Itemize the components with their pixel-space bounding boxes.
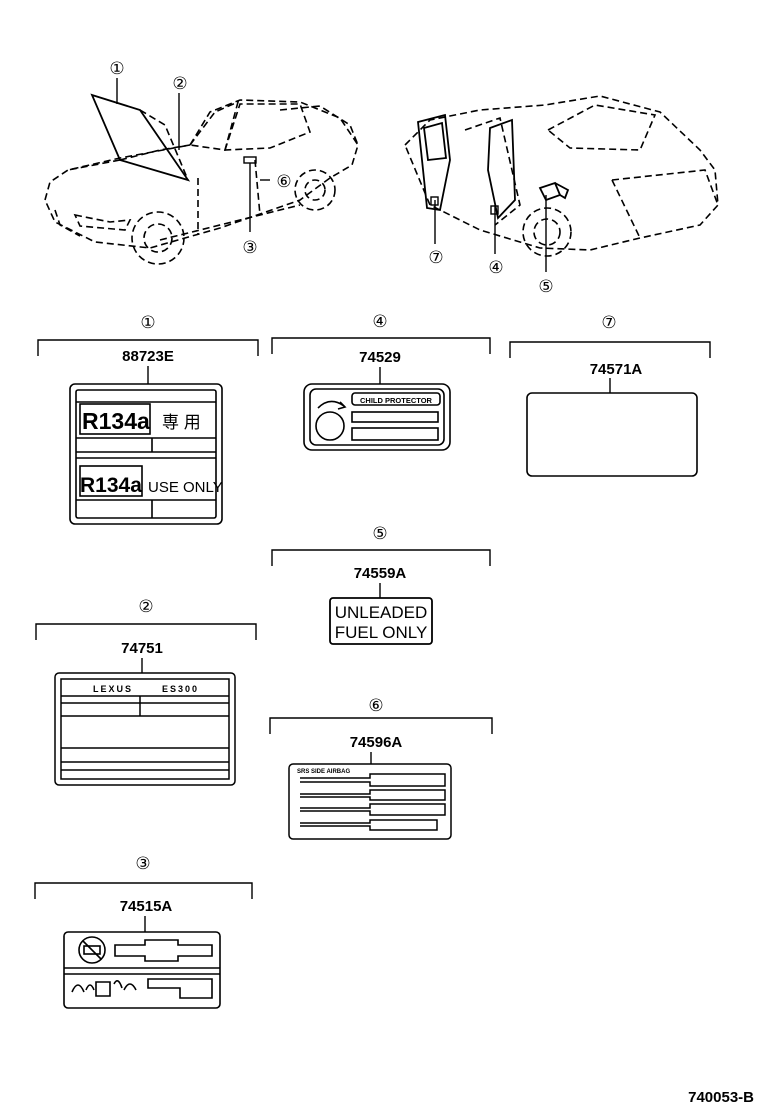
label-4-part-number: 74529	[359, 349, 401, 366]
label-5-group: ⑤ 74559A UNLEADED FUEL ONLY	[271, 524, 491, 645]
label-2-bracket	[35, 623, 257, 640]
front-car-illustration	[44, 93, 359, 265]
label-2-part-number: 74751	[121, 640, 163, 657]
rear-car-illustration	[404, 95, 719, 257]
label-5-line2: FUEL ONLY	[335, 623, 428, 642]
label-7-sticker	[526, 392, 698, 477]
label-7-group: ⑦ 74571A	[509, 313, 711, 477]
label-1-callout: ①	[140, 313, 155, 332]
label-2-sticker	[54, 672, 236, 786]
label-3-callout: ③	[135, 854, 150, 873]
label-3-sticker	[63, 931, 221, 1009]
callout-5-car: ⑤	[538, 277, 553, 296]
front-car-leaders	[116, 78, 270, 232]
label-5-sticker	[329, 597, 433, 645]
label-4-sticker	[303, 383, 451, 451]
label-1-bracket	[37, 339, 259, 356]
callout-6-car: ⑥	[276, 172, 291, 191]
label-2-group: ② 74751 LEXUS ES300	[35, 597, 257, 786]
label-1-sticker	[69, 383, 223, 525]
label-6-callout: ⑥	[368, 696, 383, 715]
callout-7-car: ⑦	[428, 248, 443, 267]
label-5-callout: ⑤	[372, 524, 387, 543]
label-6-bracket	[269, 717, 493, 734]
label-7-callout: ⑦	[601, 313, 616, 332]
label-2-brand: LEXUS	[93, 684, 133, 694]
label-1-part-number: 88723E	[122, 348, 174, 365]
label-2-callout: ②	[138, 597, 153, 616]
label-3-part-number: 74515A	[120, 898, 173, 915]
label-5-bracket	[271, 549, 491, 566]
label-7-bracket	[509, 341, 711, 358]
label-6-header: SRS SIDE AIRBAG	[297, 769, 350, 775]
label-5-part-number: 74559A	[354, 565, 407, 582]
label-4-bracket	[271, 337, 491, 354]
rear-car-leaders	[430, 195, 547, 272]
callout-2-car: ②	[172, 74, 187, 93]
label-6-group: ⑥ 74596A SRS SIDE AIRBAG	[269, 696, 493, 840]
label-4-header: CHILD PROTECTOR	[360, 396, 433, 405]
label-2-model: ES300	[162, 684, 199, 694]
callout-4-car: ④	[488, 258, 503, 277]
label-3-group: ③ 74515A	[34, 854, 253, 1009]
label-5-line1: UNLEADED	[335, 603, 428, 622]
figure-id: 740053-B	[688, 1089, 754, 1106]
label-1-r134a-bottom: R134a	[80, 474, 142, 497]
label-1-r134a-top: R134a	[82, 408, 150, 434]
label-7-part-number: 74571A	[590, 361, 643, 378]
label-6-sticker	[288, 763, 452, 840]
label-6-part-number: 74596A	[350, 734, 403, 751]
label-4-callout: ④	[372, 312, 387, 331]
label-1-group: ① 88723E R134a 専 用 R134a USE ONLY	[37, 313, 259, 525]
rear-car-doors	[417, 113, 570, 220]
label-1-jp-text: 専 用	[162, 413, 201, 432]
callout-3-car: ③	[242, 238, 257, 257]
label-3-bracket	[34, 882, 253, 899]
label-4-group: ④ 74529 CHILD PROTECTOR	[271, 312, 491, 451]
label-1-use-only: USE ONLY	[148, 479, 223, 496]
callout-1-car: ①	[109, 59, 124, 78]
